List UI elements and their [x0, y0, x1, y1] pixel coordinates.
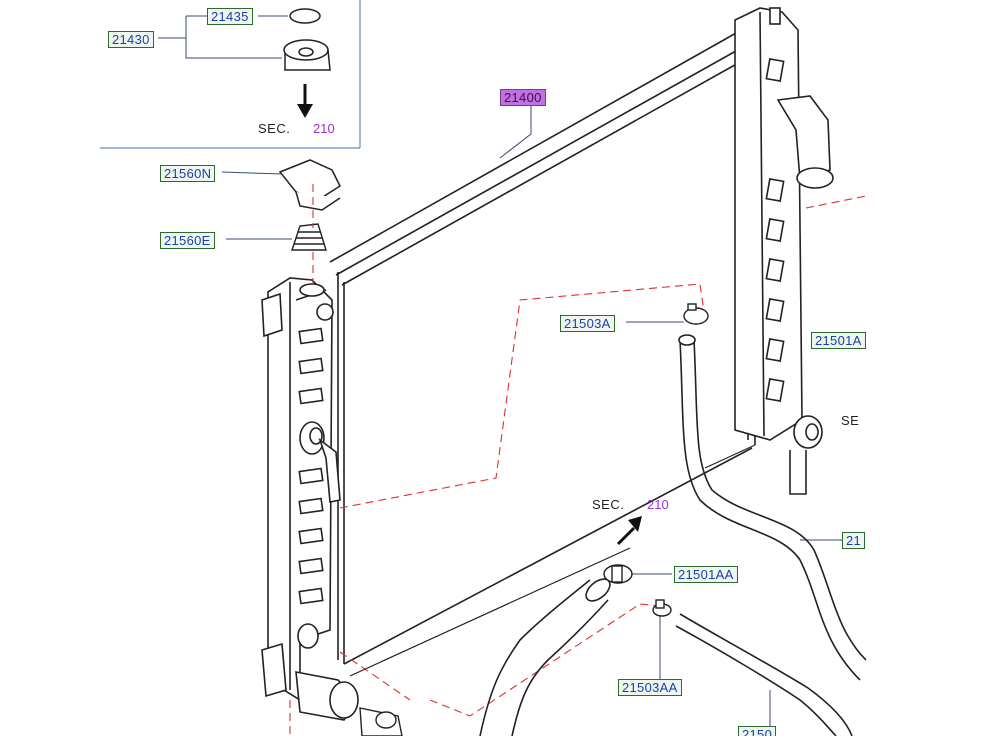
overflow-hose	[678, 334, 867, 681]
lower-overflow-hose	[675, 613, 853, 736]
part-label-21501A[interactable]: 21501A	[811, 332, 866, 349]
mount-bracket	[278, 159, 341, 211]
right-tank	[734, 7, 834, 495]
part-label-21501AA[interactable]: 21501AA	[674, 566, 738, 583]
hose-clamp-21501AA	[603, 564, 633, 584]
hose-clamp-21503A	[683, 303, 709, 325]
part-label-21430[interactable]: 21430	[108, 31, 154, 48]
part-label-21503AA[interactable]: 21503AA	[618, 679, 682, 696]
part-label-21-right[interactable]: 21	[842, 532, 866, 549]
left-tank	[261, 277, 359, 721]
leader-lines	[158, 15, 842, 730]
section-ref-mid-number[interactable]: 210	[647, 497, 669, 512]
lower-hose	[479, 578, 611, 736]
section-ref-top-number[interactable]: 210	[313, 121, 335, 136]
part-label-21400[interactable]: 21400	[500, 89, 546, 106]
section-arrow-mid	[616, 516, 642, 546]
section-arrow-top	[297, 84, 313, 118]
section-ref-right-text: SE	[841, 413, 860, 428]
section-ref-mid-text: SEC.	[592, 497, 625, 512]
inset-frame	[100, 0, 361, 149]
part-label-21560E[interactable]: 21560E	[160, 232, 215, 249]
drain-plug	[359, 707, 403, 736]
part-label-21503A[interactable]: 21503A	[560, 315, 615, 332]
section-ref-top-text: SEC.	[258, 121, 291, 136]
part-label-21560N[interactable]: 21560N	[160, 165, 216, 182]
mount-insulator	[291, 223, 327, 251]
part-label-21435[interactable]: 21435	[207, 8, 253, 25]
radiator-cap	[283, 8, 331, 71]
dashed-alignment-lines	[289, 184, 867, 736]
hose-clamp-21503AA	[652, 599, 672, 617]
part-label-2150-bottom[interactable]: 2150	[738, 726, 777, 736]
radiator-panel-front-line	[349, 547, 631, 677]
